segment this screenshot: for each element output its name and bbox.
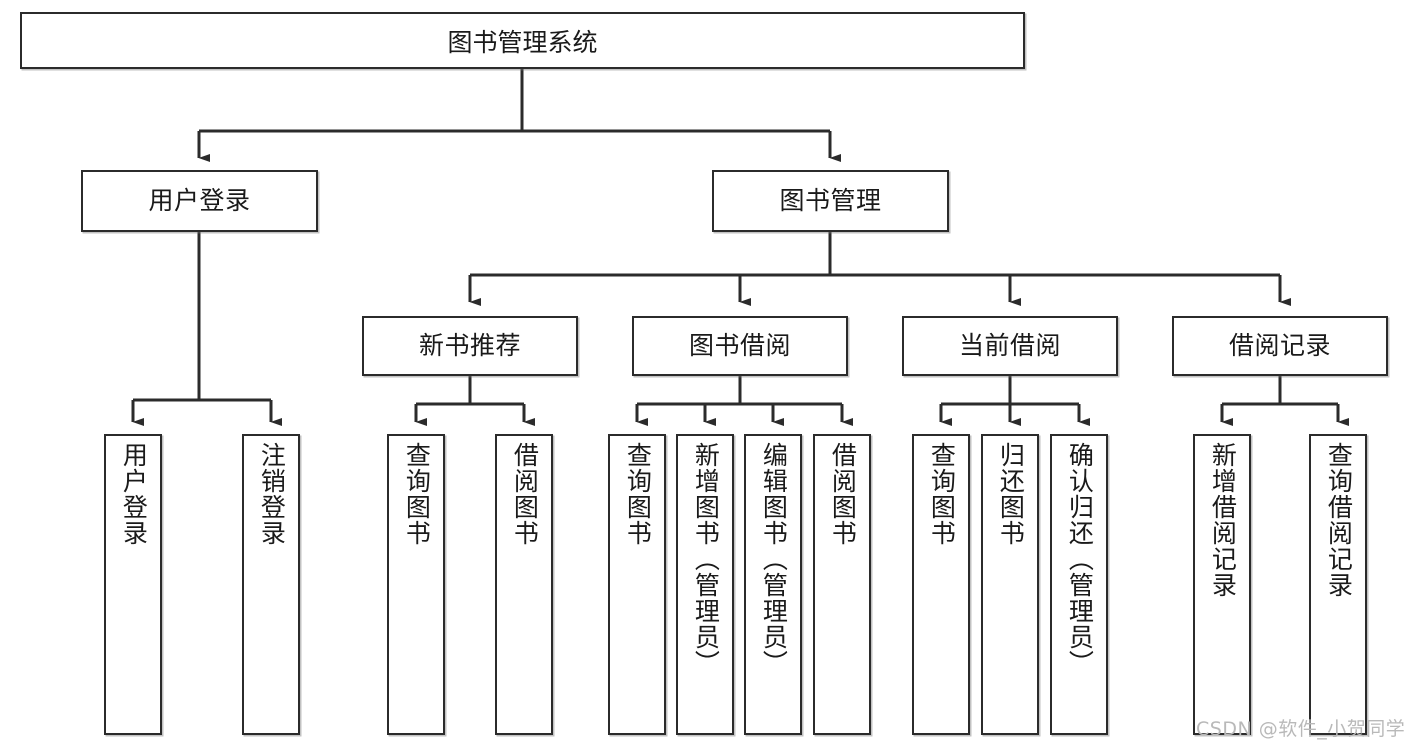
leaf-current-query-book[interactable]: 查询图书 bbox=[912, 434, 970, 735]
node-label: 用户登录 bbox=[148, 186, 251, 216]
node-label: 图书管理系统 bbox=[447, 27, 598, 57]
node-label: 新书推荐 bbox=[418, 331, 521, 361]
node-label: 查询图书 bbox=[927, 442, 957, 546]
node-borrow-record[interactable]: 借阅记录 bbox=[1172, 316, 1388, 376]
node-label: 归还图书 bbox=[996, 442, 1026, 546]
leaf-current-confirm-return-admin[interactable]: 确认归还（管理员） bbox=[1050, 434, 1108, 735]
leaf-recommend-query-book[interactable]: 查询图书 bbox=[387, 434, 445, 735]
node-label: 注销登录 bbox=[257, 442, 287, 546]
leaf-borrow-query-book[interactable]: 查询图书 bbox=[608, 434, 666, 735]
leaf-record-query-record[interactable]: 查询借阅记录 bbox=[1309, 434, 1367, 735]
node-user-login[interactable]: 用户登录 bbox=[81, 170, 318, 232]
leaf-borrow-edit-book-admin[interactable]: 编辑图书（管理员） bbox=[744, 434, 802, 735]
node-label: 查询借阅记录 bbox=[1324, 442, 1354, 598]
node-label: 新增图书（管理员） bbox=[691, 442, 721, 676]
node-label: 用户登录 bbox=[119, 442, 149, 546]
leaf-recommend-borrow-book[interactable]: 借阅图书 bbox=[495, 434, 553, 735]
node-book-management-system[interactable]: 图书管理系统 bbox=[20, 12, 1025, 69]
node-book-borrow[interactable]: 图书借阅 bbox=[632, 316, 848, 376]
node-label: 图书借阅 bbox=[688, 331, 791, 361]
leaf-user-login-login[interactable]: 用户登录 bbox=[104, 434, 162, 735]
leaf-user-login-logout[interactable]: 注销登录 bbox=[242, 434, 300, 735]
leaf-borrow-add-book-admin[interactable]: 新增图书（管理员） bbox=[676, 434, 734, 735]
node-label: 借阅记录 bbox=[1228, 331, 1331, 361]
node-label: 借阅图书 bbox=[510, 442, 540, 546]
node-label: 图书管理 bbox=[779, 186, 882, 216]
node-label: 确认归还（管理员） bbox=[1065, 442, 1095, 676]
node-label: 查询图书 bbox=[402, 442, 432, 546]
node-label: 借阅图书 bbox=[828, 442, 858, 546]
leaf-current-return-book[interactable]: 归还图书 bbox=[981, 434, 1039, 735]
node-book-management[interactable]: 图书管理 bbox=[712, 170, 949, 232]
node-label: 编辑图书（管理员） bbox=[759, 442, 789, 676]
node-current-borrow[interactable]: 当前借阅 bbox=[902, 316, 1118, 376]
leaf-borrow-borrow-book[interactable]: 借阅图书 bbox=[813, 434, 871, 735]
node-label: 当前借阅 bbox=[958, 331, 1061, 361]
node-label: 查询图书 bbox=[623, 442, 653, 546]
csdn-watermark: CSDN @软件_小贺同学 bbox=[1196, 718, 1405, 740]
node-new-book-recommend[interactable]: 新书推荐 bbox=[362, 316, 578, 376]
leaf-record-add-record[interactable]: 新增借阅记录 bbox=[1193, 434, 1251, 735]
node-label: 新增借阅记录 bbox=[1208, 442, 1238, 598]
